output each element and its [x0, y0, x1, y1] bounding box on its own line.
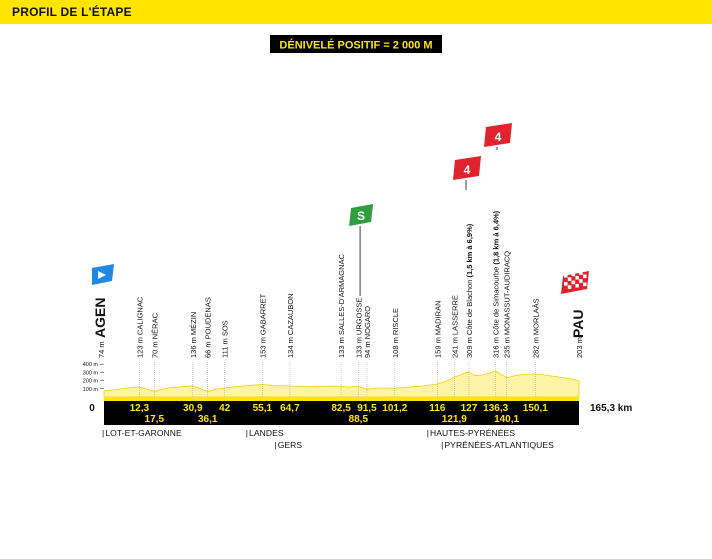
elevation-gain-badge — [270, 35, 442, 53]
finish-flag-check — [575, 283, 579, 288]
climb-category-label: 4 — [495, 130, 502, 144]
distance-bar — [104, 401, 579, 425]
km-label: 136,3 — [483, 403, 508, 414]
km-label: 88,5 — [349, 414, 369, 425]
finish-flag — [561, 271, 589, 294]
place-label: 153 m GABARRET — [258, 293, 267, 358]
place-label: 316 m Côte de Simacourbe (1,8 km à 6,4%) — [492, 210, 501, 358]
finish-flag-check — [571, 272, 576, 277]
finish-flag-check — [579, 279, 583, 283]
climb-flag — [484, 123, 512, 147]
km-label: 64,7 — [280, 403, 300, 414]
y-axis-tick-label: 200 m — [83, 379, 99, 385]
finish-flag-check — [583, 282, 587, 287]
finish-flag-check — [579, 271, 583, 275]
climb-category-label: 4 — [464, 163, 471, 177]
finish-town-altitude: 203 m — [575, 337, 584, 358]
region-label: PYRÉNÉES-ATLANTIQUES — [441, 440, 554, 450]
place-label: 66 m POUDENAS — [204, 297, 213, 358]
finish-flag-check — [567, 285, 572, 289]
km-label: 127 — [461, 403, 478, 414]
place-label: 133 m SALLES-D'ARMAGNAC — [337, 253, 346, 358]
place-label: 136 m MÉZIN — [189, 312, 198, 358]
place-label: 111 m SOS — [221, 320, 230, 358]
y-axis-tick-label: 400 m — [83, 362, 99, 368]
finish-town-name: PAU — [570, 309, 586, 338]
km-label: 12,3 — [130, 403, 150, 414]
place-label: 94 m NOGARO — [363, 306, 372, 358]
distance-start: 0 — [89, 403, 95, 414]
place-label: 235 m MONASSUT-AUDIRACQ — [503, 251, 512, 358]
finish-flag-check — [564, 282, 568, 286]
finish-flag-check — [564, 274, 568, 278]
km-label: 101,2 — [382, 403, 407, 414]
region-label: GERS — [274, 440, 302, 450]
km-label: 36,1 — [198, 414, 218, 425]
place-label: 133 m URGOSSE — [354, 298, 363, 358]
place-label: 309 m Côte de Blachon (1,5 km à 6,9%) — [465, 223, 474, 358]
km-label: 17,5 — [145, 414, 165, 425]
place-label: 108 m RISCLE — [391, 308, 400, 358]
place-label: 134 m CAZAUBON — [286, 293, 295, 358]
place-label: 241 m LASSERRE — [450, 295, 459, 358]
profile-baseline — [104, 397, 579, 401]
place-label: 123 m CALIGNAC — [135, 296, 144, 358]
place-label: 70 m NÉRAC — [150, 312, 159, 358]
km-label: 116 — [429, 403, 446, 414]
header-bar: PROFIL DE L'ÉTAPE — [0, 0, 712, 24]
km-label: 140,1 — [494, 414, 519, 425]
km-label: 82,5 — [331, 403, 351, 414]
page-title: PROFIL DE L'ÉTAPE — [12, 5, 132, 19]
place-label: 282 m MORLAÀS — [531, 298, 540, 358]
region-label: LOT-ET-GARONNE — [102, 428, 182, 438]
elevation-profile-area — [103, 370, 580, 398]
distance-end: 165,3 km — [590, 403, 632, 414]
finish-flag-check — [583, 274, 587, 279]
y-axis-tick-label: 100 m — [83, 387, 99, 393]
km-label: 30,9 — [183, 403, 203, 414]
km-label: 91,5 — [357, 403, 377, 414]
elevation-gain-text: DÉNIVELÉ POSITIF = 2 000 M — [279, 39, 432, 52]
place-label: 159 m MADIRAN — [433, 300, 442, 358]
km-label: 150,1 — [523, 403, 548, 414]
region-label: HAUTES-PYRÉNÉES — [427, 428, 515, 438]
km-label: 121,9 — [442, 414, 467, 425]
climb-flag — [453, 156, 481, 180]
region-label: LANDES — [246, 428, 284, 438]
start-town-altitude: 74 m — [97, 341, 106, 358]
km-label: 55,1 — [253, 403, 273, 414]
km-label: 42 — [219, 403, 231, 414]
start-town-name: AGEN — [92, 298, 108, 338]
start-flag-arrow — [98, 271, 106, 279]
y-axis-tick-label: 300 m — [83, 370, 99, 376]
finish-flag-check — [575, 275, 579, 280]
sprint-flag — [349, 204, 374, 226]
sprint-flag-label: S — [357, 209, 365, 223]
finish-flag-check — [571, 280, 576, 285]
finish-flag-check — [567, 277, 572, 281]
